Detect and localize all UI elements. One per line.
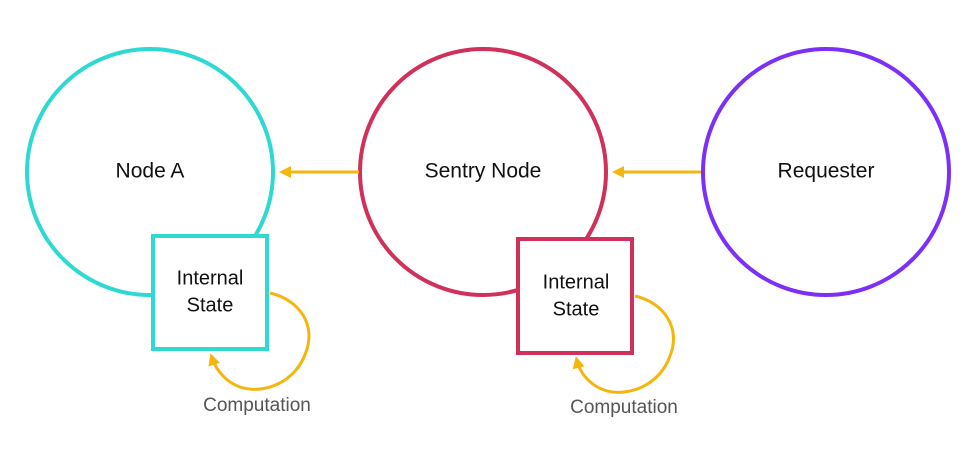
node-a-internal-state-line2: State [187,294,234,316]
node-a-label: Node A [116,160,185,183]
requester-label: Requester [778,160,875,183]
sentry-node: Sentry Node [358,47,608,297]
requester-node: Requester [701,47,951,297]
sentry-node-circle [358,47,608,297]
sentry-computation-arrow [572,294,675,394]
sentry-internal-state-line2: State [553,298,600,320]
sentry-internal-state-line1: Internal [543,271,610,293]
sentry-node-label: Sentry Node [425,160,542,183]
node-a-computation-label: Computation [203,395,311,416]
sentry-computation-label: Computation [570,397,678,418]
sentry-internal-state: Internal State [516,237,634,355]
sentry-internal-state-box [516,237,634,355]
node-a-circle [25,47,275,297]
node-a-computation-arrow [208,291,311,391]
node-a-internal-state-line1: Internal [177,267,244,289]
requester-circle [701,47,951,297]
node-a-internal-state: Internal State [151,234,269,351]
node-a: Node A [25,47,275,297]
node-a-internal-state-box [151,234,269,351]
